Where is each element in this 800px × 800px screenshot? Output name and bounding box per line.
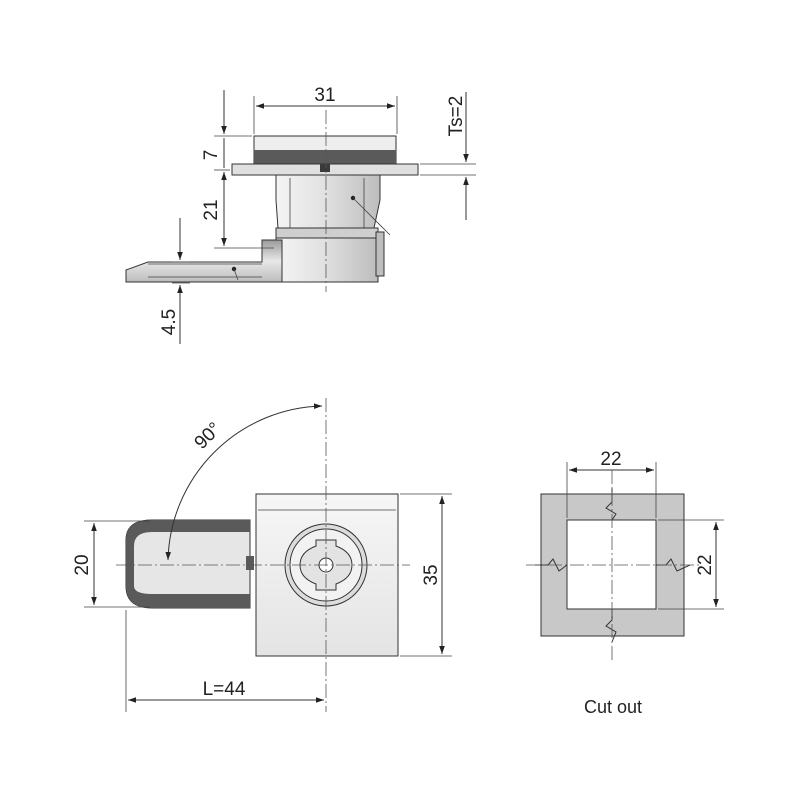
- dim-body-21: 21: [201, 199, 222, 220]
- dim-cutout-width-22: 22: [600, 449, 621, 470]
- flange-notch: [320, 164, 330, 172]
- dim-cutout-height-22: 22: [695, 554, 716, 575]
- cutout-caption: Cut out: [584, 697, 642, 717]
- dim-cam-width-20: 20: [72, 554, 93, 575]
- dim-angle-90: 90°: [191, 419, 226, 454]
- dim-head-7: 7: [201, 150, 222, 161]
- dim-panel-thickness: Ts=2: [446, 96, 467, 137]
- dim-length-44: L=44: [203, 679, 246, 700]
- dim-cam-4-5: 4.5: [159, 309, 180, 335]
- cam-bar: [125, 239, 283, 283]
- side-view: 31 7 21 4.5 Ts=2: [125, 85, 476, 344]
- dim-width-31: 31: [314, 85, 335, 106]
- head-plate-shadow: [254, 150, 396, 164]
- cutout-panel: [540, 493, 685, 637]
- cutout-view: 22 22 Cut out: [526, 449, 724, 717]
- dim-body-height-35: 35: [421, 564, 442, 585]
- front-view: 90° 20 35 L=44: [72, 398, 452, 712]
